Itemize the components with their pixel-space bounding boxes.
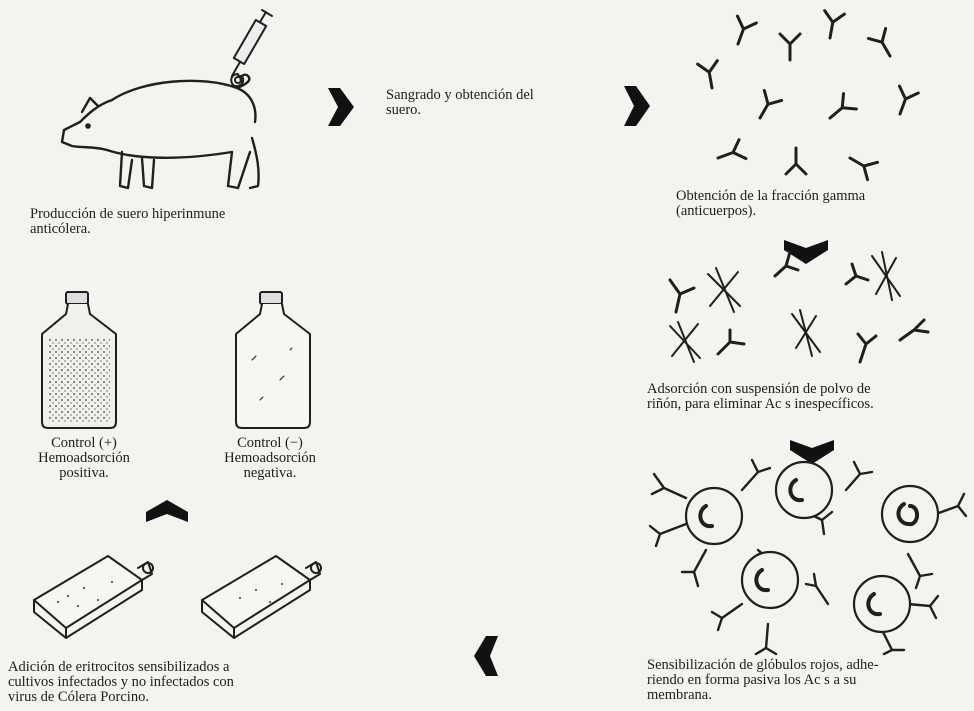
culture-bottle-icon: [196, 540, 326, 640]
step-1-caption: Producción de suero hiperinmune anticóle…: [30, 207, 310, 237]
step-3-caption: Obtención de la fracción gamma (anticuer…: [676, 189, 966, 219]
antibody-icon: [715, 140, 746, 168]
antibody-icon: [820, 11, 844, 40]
control-negative-label: Control (−) Hemoadsorción negativa.: [190, 436, 350, 481]
antibody-icon: [891, 86, 919, 117]
antibody-icon: [824, 94, 857, 126]
red-blood-cell-icon: [742, 552, 798, 608]
antibody-cluster: [690, 8, 950, 178]
red-blood-cell-icon: [776, 462, 832, 518]
arrow-icon: [624, 86, 650, 126]
adsorption-cluster: [660, 244, 960, 374]
antibody-icon: [780, 34, 800, 60]
antibody-icon: [698, 61, 722, 90]
red-blood-cell-icon: [686, 488, 742, 544]
antibody-icon: [868, 28, 898, 61]
antibody-icon: [729, 16, 757, 47]
red-blood-cell-icon: [854, 576, 910, 632]
arrow-icon: [474, 636, 498, 676]
antibody-icon: [786, 148, 806, 174]
arrow-icon: [146, 500, 188, 522]
step-6-caption: Adición de eritrocitos sensibilizados a …: [8, 660, 333, 705]
syringe-icon: [224, 10, 284, 100]
flask-icon: [230, 290, 316, 430]
culture-bottle-icon: [28, 540, 158, 640]
step-2-caption: Sangrado y obtención del suero.: [386, 88, 596, 118]
step-5-caption: Sensibilización de glóbulos rojos, adhe-…: [647, 658, 970, 703]
antibody-icon: [751, 90, 781, 123]
arrow-icon: [328, 88, 354, 126]
control-positive-label: Control (+) Hemoadsorción positiva.: [4, 436, 164, 481]
step-4-caption: Adsorción con suspensión de polvo de riñ…: [647, 382, 971, 412]
red-blood-cell-icon: [882, 486, 938, 542]
sensitized-rbc-cluster: [646, 454, 966, 654]
antibody-icon: [845, 149, 878, 179]
flask-icon: [36, 290, 122, 430]
